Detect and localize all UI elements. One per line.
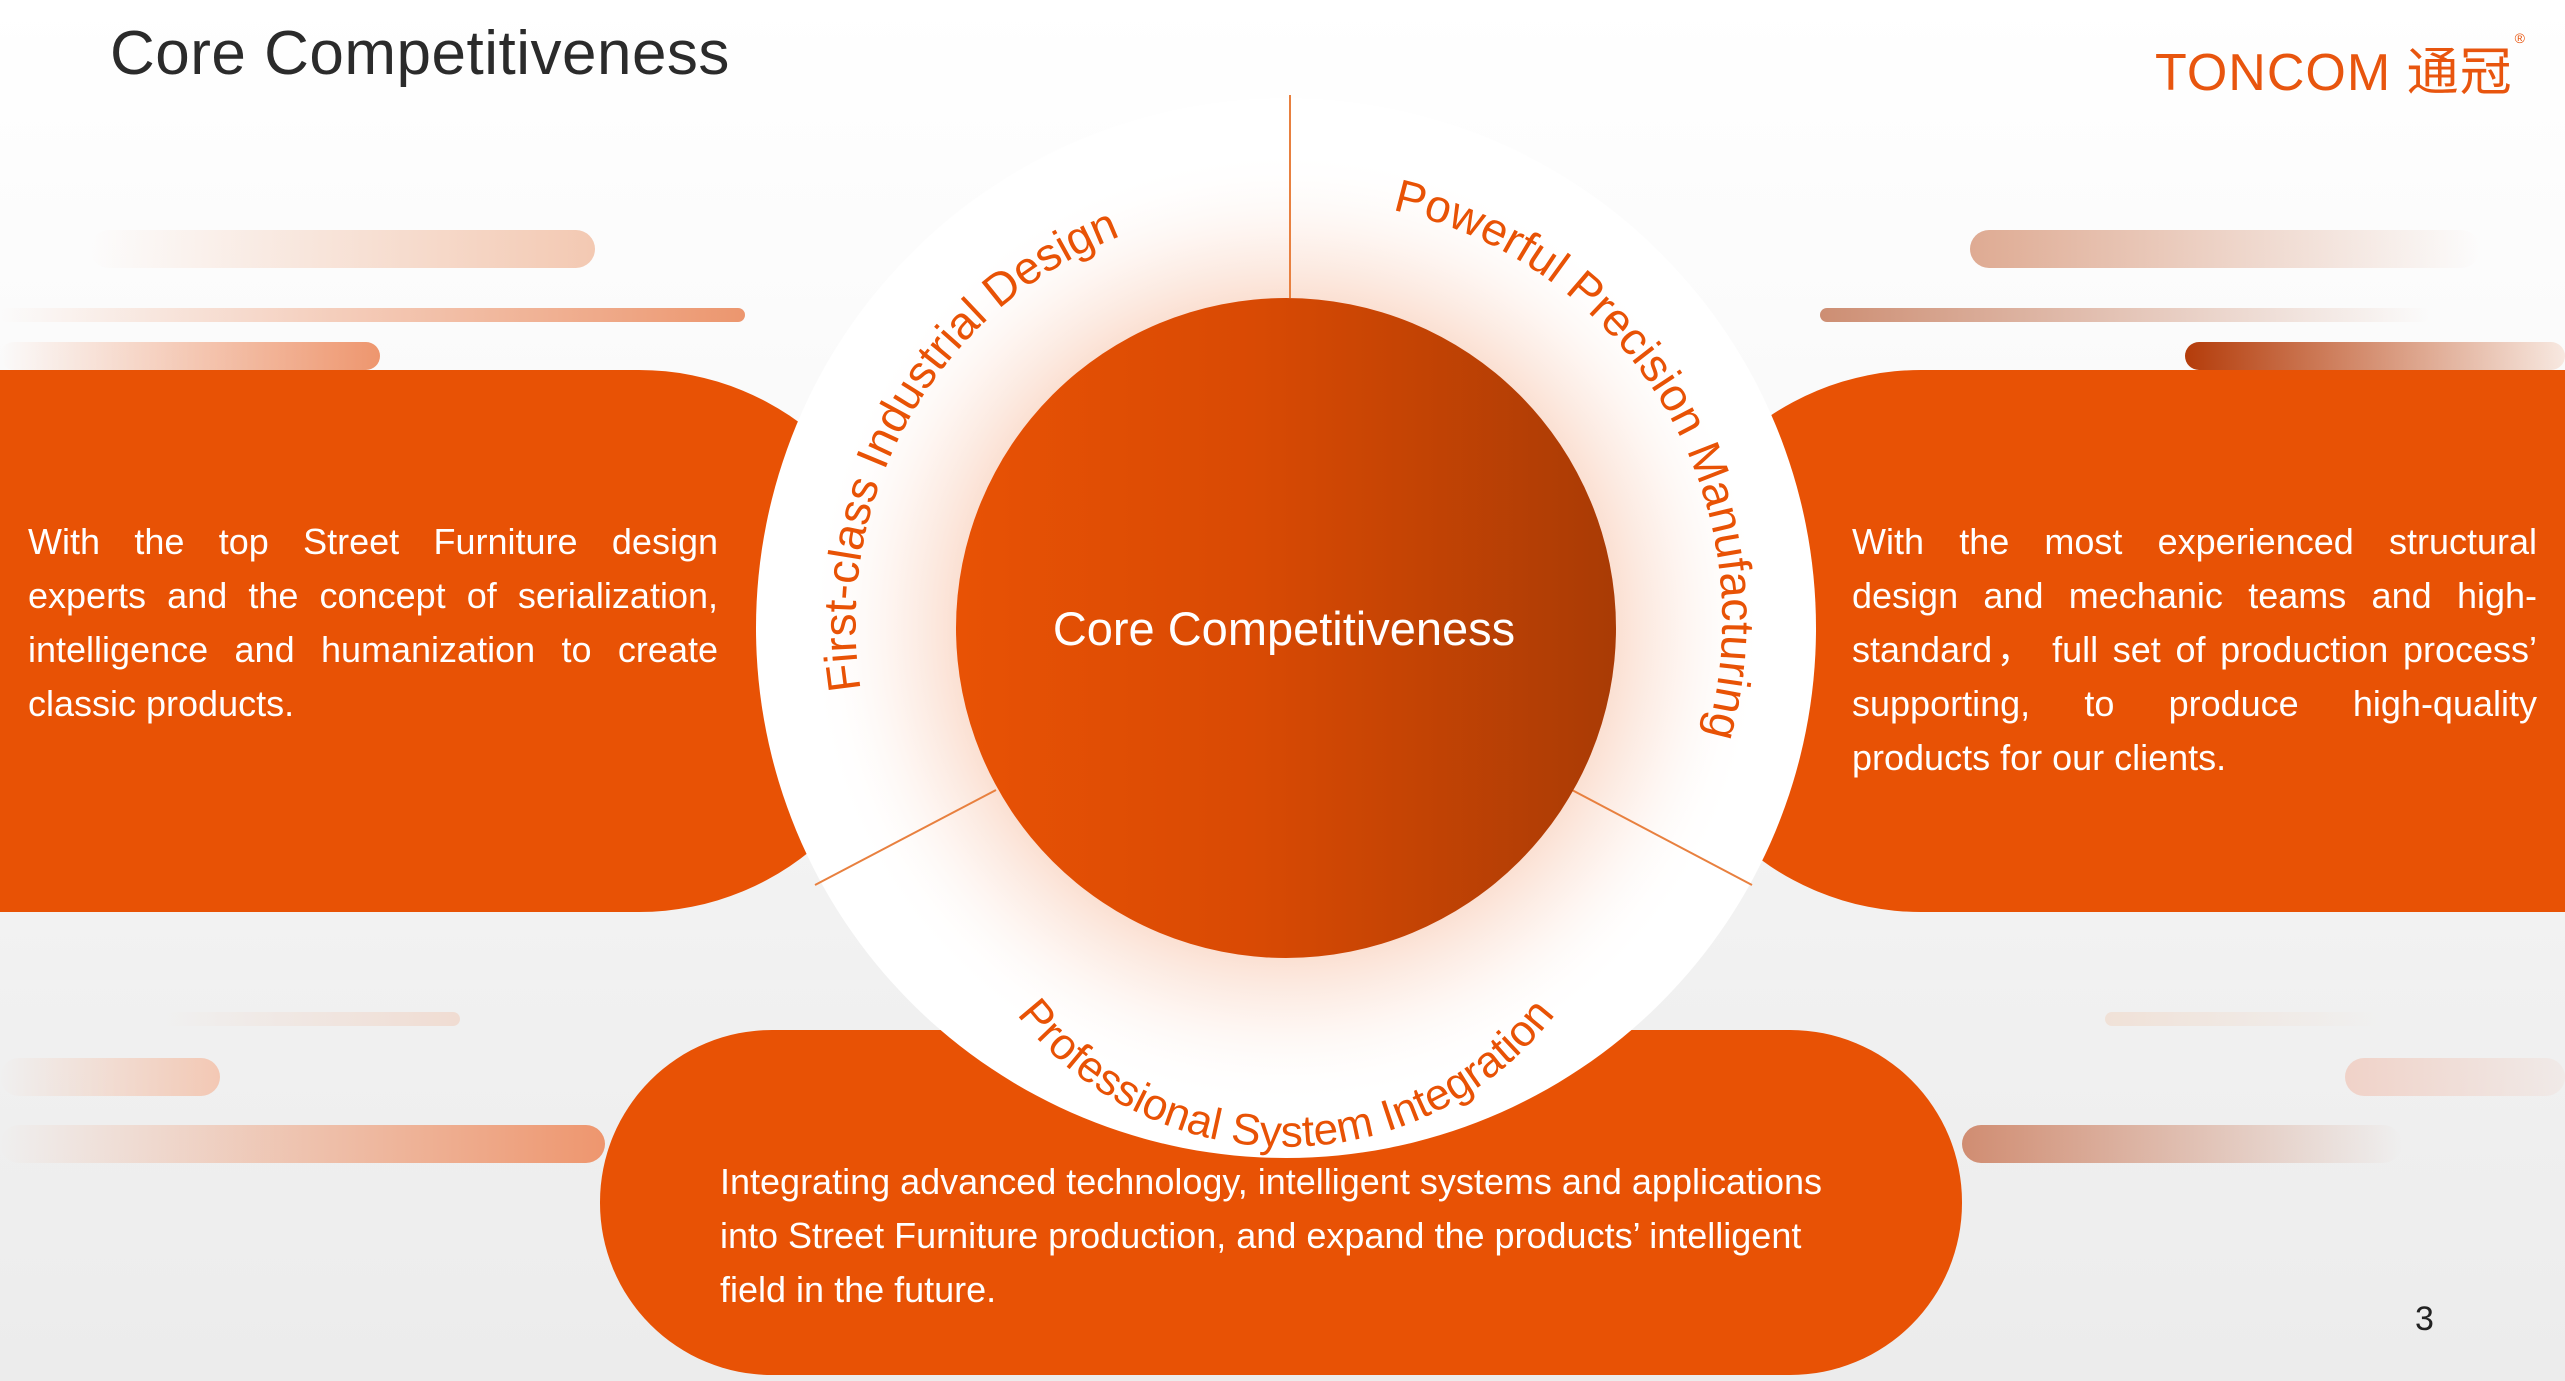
right-panel-text: With the most experienced structural des… (1852, 521, 2537, 778)
logo-text: TONCOM 通冠 (2155, 44, 2513, 102)
decor-bar (90, 230, 595, 268)
decor-bar (0, 342, 380, 370)
bottom-panel-text: Integrating advanced technology, intelli… (720, 1161, 1823, 1310)
decor-bar (0, 1058, 220, 1096)
decor-bar (0, 308, 745, 322)
divider-right (1571, 789, 1753, 886)
page-number: 3 (2415, 1300, 2434, 1338)
brand-logo: TONCOM 通冠® (2155, 30, 2526, 105)
decor-bar (2105, 1012, 2385, 1026)
decor-bar (1962, 1125, 2402, 1163)
center-circle (956, 298, 1616, 958)
decor-bar (2185, 342, 2565, 370)
decor-bar (2345, 1058, 2565, 1096)
divider-left (814, 789, 997, 886)
decor-bar (160, 1012, 460, 1026)
decor-bar (0, 1125, 605, 1163)
decor-bar (1820, 308, 2430, 322)
left-panel-text: With the top Street Furniture design exp… (28, 521, 718, 724)
logo-registered-mark: ® (2514, 30, 2526, 46)
decor-bar (1970, 230, 2480, 268)
center-label: Core Competitiveness (1053, 602, 1515, 655)
page-title: Core Competitiveness (110, 19, 730, 88)
